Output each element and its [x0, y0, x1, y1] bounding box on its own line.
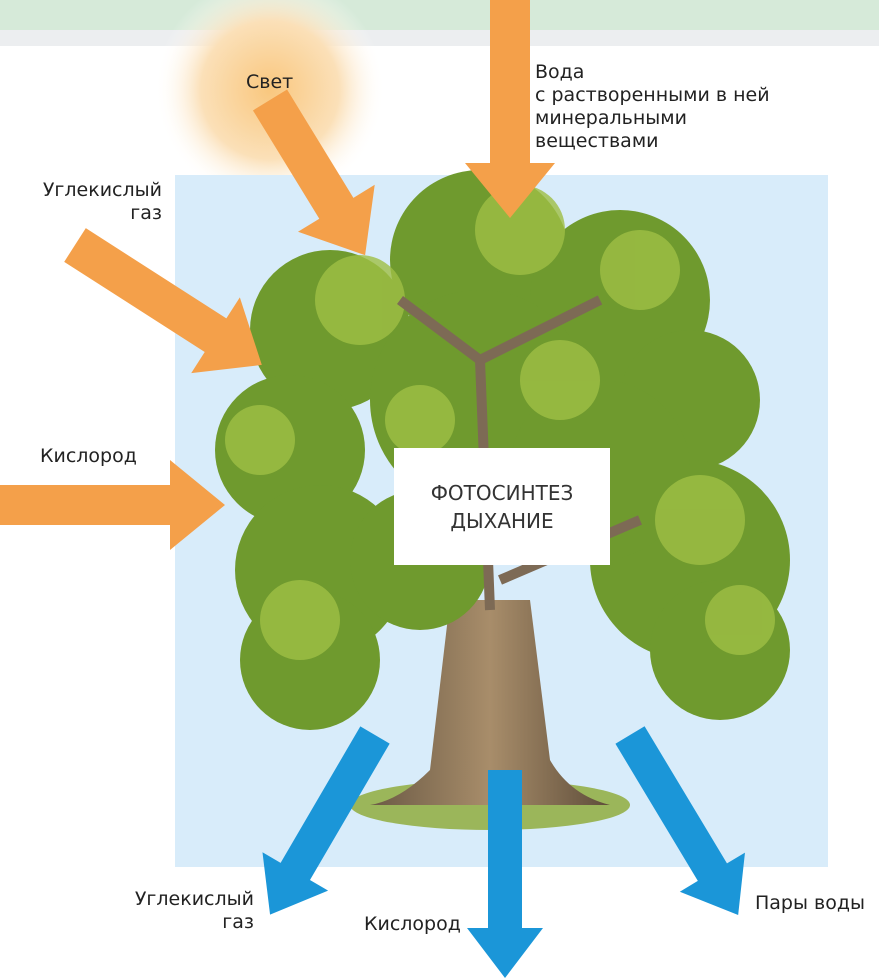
oxygen-out-label: Кислород	[364, 913, 461, 935]
co2-in-label-line: газ	[130, 202, 162, 224]
water-label: Вода с растворенными в ней минеральными …	[535, 61, 770, 153]
light-label: Свет	[246, 71, 294, 93]
top-strip	[0, 0, 879, 30]
tree-icon	[215, 170, 790, 830]
water-label-line: с растворенными в ней	[535, 84, 770, 106]
oxygen-in-label: Кислород	[40, 445, 137, 467]
co2-out-arrow	[262, 726, 390, 915]
output-arrows	[262, 726, 745, 978]
vapor-out-label: Пары воды	[755, 892, 865, 914]
oxygen-in-arrow	[0, 460, 225, 550]
co2-out-label-line: газ	[222, 911, 254, 933]
co2-in-label-line: Углекислый	[42, 179, 162, 201]
light-arrow	[252, 89, 375, 256]
co2-out-label-line: Углекислый	[134, 888, 254, 910]
co2-in-arrow	[64, 228, 262, 374]
water-arrow	[465, 0, 555, 218]
water-label-line: Вода	[535, 61, 585, 83]
respiration-label: ДЫХАНИЕ	[450, 508, 554, 533]
vapor-out-arrow	[615, 726, 745, 916]
oxygen-out-arrow	[467, 770, 543, 978]
input-arrows	[0, 0, 555, 550]
co2-out-label: Углекислый газ	[110, 888, 254, 934]
water-label-line: минеральными	[535, 107, 687, 129]
co2-in-label: Углекислый газ	[20, 179, 162, 225]
process-box: ФОТОСИНТЕЗ ДЫХАНИЕ	[394, 448, 610, 565]
photosynthesis-label: ФОТОСИНТЕЗ	[430, 480, 574, 505]
water-label-line: веществами	[535, 130, 659, 152]
